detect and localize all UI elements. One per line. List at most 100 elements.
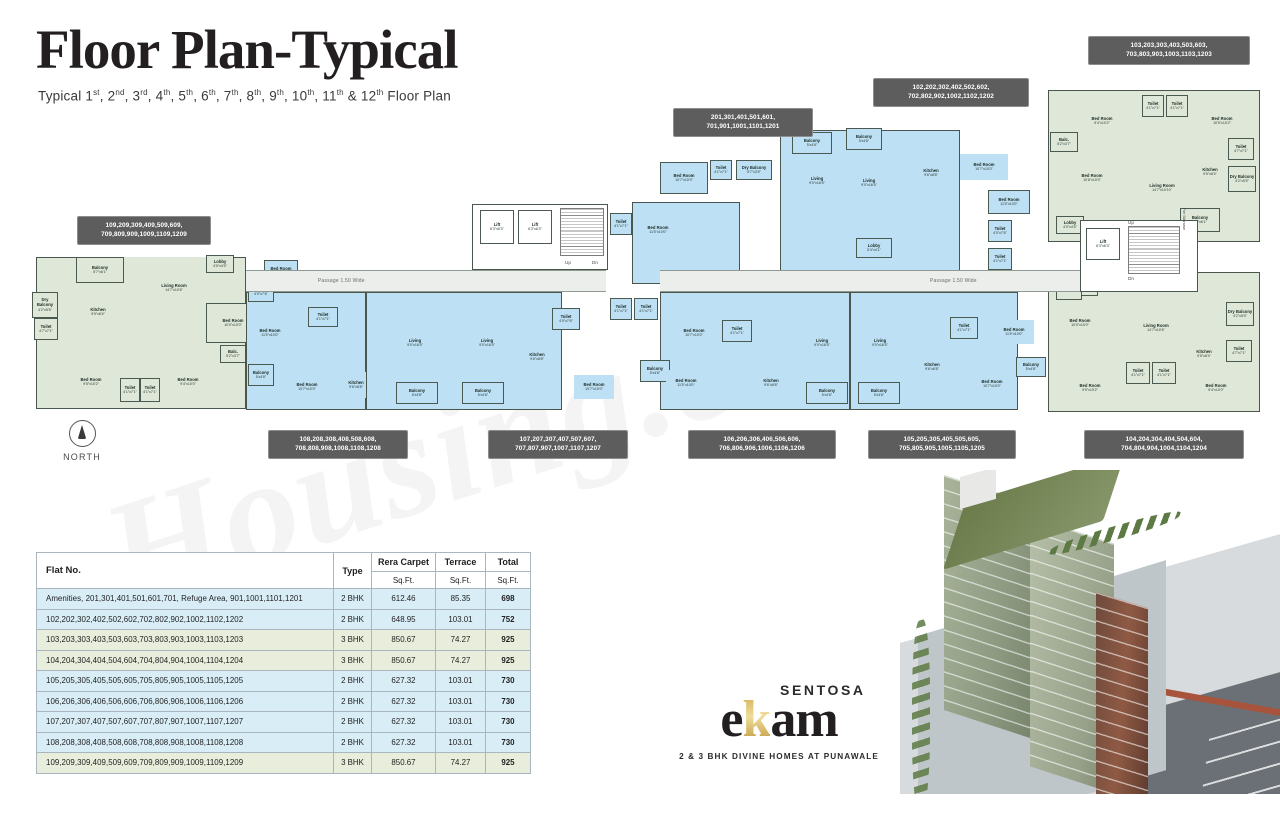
stair-down-label-right: Dn: [1128, 276, 1134, 281]
cell-flat: 106,206,306,406,506,606,706,806,906,1006…: [36, 690, 334, 712]
cell-total: 925: [485, 649, 531, 671]
cell-terrace: 74.27: [435, 649, 486, 671]
cell-rera: 627.32: [371, 731, 436, 753]
th-flat-no: Flat No.: [36, 552, 334, 589]
cell-rera: 627.32: [371, 690, 436, 712]
cell-total: 752: [485, 608, 531, 630]
flat-tag-102: 102,202,302,402,502,602, 702,802,902,100…: [873, 78, 1029, 107]
flat-tag-103: 103,203,303,403,503,603, 703,803,903,100…: [1088, 36, 1250, 65]
cell-terrace: 103.01: [435, 711, 486, 733]
cell-rera: 648.95: [371, 608, 436, 630]
flat-tag-106: 106,206,306,406,506,606, 706,806,906,100…: [688, 430, 836, 459]
stair-up-label-right: Up: [1128, 220, 1134, 225]
cell-terrace: 74.27: [435, 629, 486, 651]
stair-down-label-left: Dn: [592, 260, 598, 265]
cell-terrace: 103.01: [435, 731, 486, 753]
cell-flat: 107,207,307,407,507,607,707,807,907,1007…: [36, 711, 334, 733]
cell-type: 2 BHK: [333, 608, 372, 630]
cell-flat: 104,204,304,404,504,604,704,804,904,1004…: [36, 649, 334, 671]
logo-brand-main: ekam: [720, 691, 838, 748]
cell-rera: 850.67: [371, 649, 436, 671]
staircase-left: [560, 208, 604, 256]
page-subtitle: Typical 1st, 2nd, 3rd, 4th, 5th, 6th, 7t…: [38, 88, 451, 104]
th-rera-unit: Sq.Ft.: [371, 571, 436, 589]
table-row: 104,204,304,404,504,604,704,804,904,1004…: [36, 649, 531, 671]
cell-total: 730: [485, 670, 531, 692]
cell-type: 3 BHK: [333, 649, 372, 671]
cell-terrace: 103.01: [435, 670, 486, 692]
cell-flat: 109,209,309,409,509,609,709,809,909,1009…: [36, 752, 334, 774]
passage-left: [246, 270, 606, 292]
page-title: Floor Plan-Typical: [36, 19, 458, 80]
table-row: 106,206,306,406,506,606,706,806,906,1006…: [36, 690, 531, 712]
th-rera-carpet: Rera Carpet: [371, 552, 436, 572]
area-statement-table: Flat No. Type Rera Carpet Terrace Total …: [36, 552, 531, 774]
th-total-unit: Sq.Ft.: [485, 571, 531, 589]
logo-tagline: 2 & 3 BHK DIVINE HOMES AT PUNAWALE: [679, 752, 879, 761]
cell-type: 3 BHK: [333, 629, 372, 651]
cell-rera: 850.67: [371, 752, 436, 774]
cell-flat: Amenities, 201,301,401,501,601,701, Refu…: [36, 588, 334, 610]
north-arrow-icon: [68, 420, 96, 447]
cell-terrace: 85.35: [435, 588, 486, 610]
fire-staircase-label: Fire Staircase: [1182, 208, 1186, 231]
flat-tag-109: 109,209,309,409,509,609, 709,809,909,100…: [77, 216, 211, 245]
flat-tag-105: 105,205,305,405,505,605, 705,805,905,100…: [868, 430, 1016, 459]
flat-tag-104: 104,204,304,404,504,604, 704,804,904,100…: [1084, 430, 1244, 459]
th-total: Total: [485, 552, 531, 572]
staircase-right: [1128, 226, 1180, 274]
project-logo: SENTOSA ekam 2 & 3 BHK DIVINE HOMES AT P…: [664, 682, 894, 761]
cell-type: 2 BHK: [333, 588, 372, 610]
cell-type: 2 BHK: [333, 690, 372, 712]
cell-terrace: 103.01: [435, 608, 486, 630]
room-balcony-small: Balc.5'2"x3'7": [220, 345, 246, 363]
flat-tag-107: 107,207,307,407,507,607, 707,807,907,100…: [488, 430, 628, 459]
th-terrace-unit: Sq.Ft.: [435, 571, 486, 589]
flat-tag-108: 108,208,308,408,508,608, 708,808,908,100…: [268, 430, 408, 459]
table-row: Amenities, 201,301,401,501,601,701, Refu…: [36, 588, 531, 610]
